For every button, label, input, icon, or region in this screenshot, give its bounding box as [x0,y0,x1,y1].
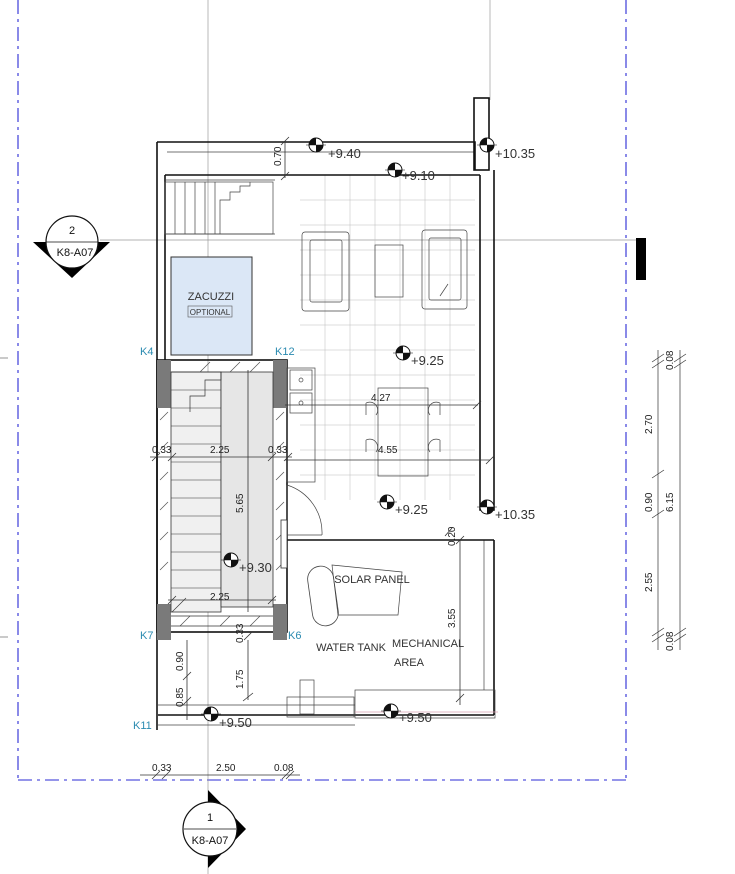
dining-set [365,387,441,477]
dimension-label: 0.85 [175,687,186,707]
dimension-label: 0.90 [644,492,655,512]
mechanical-area-label: MECHANICAL [392,638,464,650]
elevation-label: +9.50 [399,710,432,725]
door [286,484,323,536]
site-boundary [17,0,627,781]
grid-label-k12: K12 [275,346,295,358]
elevation-label: +9.10 [402,168,435,183]
jacuzzi-note-box [187,305,233,318]
interior-dimension-ticks [150,136,495,720]
grid-label-k4: K4 [140,346,153,358]
solar-panel-label: SOLAR PANEL [334,574,410,586]
elevation-marker [306,137,326,153]
kitchen-counter [286,367,316,483]
dimension-label: 2.55 [644,572,655,592]
elevation-marker [201,706,221,722]
section-sheet: K8-A07 [57,247,94,259]
dimension-label: 0.90 [175,651,186,671]
dimension-label: 2.50 [216,763,236,774]
lounge-furniture [301,229,468,312]
elevation-marker [377,494,397,510]
elevation-label: +9.30 [239,560,272,575]
elevation-label: +10.35 [495,146,535,161]
dimension-label: 0.33 [152,445,172,456]
grid-label-k7: K7 [140,630,153,642]
dimension-label: 2.70 [644,414,655,434]
section-sheet: K8-A07 [192,835,229,847]
dimension-label: 0.08 [665,350,676,370]
dimension-label: 6.15 [665,492,676,512]
elevation-label: +9.25 [411,353,444,368]
elevation-marker [477,137,497,153]
elevation-markers [201,137,497,722]
water-tank-label: WATER TANK [316,642,387,654]
section-number: 2 [69,225,75,237]
dimension-label: 4.55 [378,445,398,456]
elevation-label: +9.40 [328,146,361,161]
mechanical-area-label-line2: AREA [394,657,425,669]
elevation-marker [477,499,497,515]
elevation-label: +9.50 [219,715,252,730]
elevation-label: +9.25 [395,502,428,517]
dimension-label: 2.25 [210,592,230,603]
dimension-label: 4.27 [371,393,391,404]
elevation-label: +10.35 [495,507,535,522]
jacuzzi-label: ZACUZZI [188,291,234,303]
upper-stair [164,181,275,235]
section-number: 1 [207,812,213,824]
solar-panel [331,564,403,616]
section-cut-bar [636,238,646,280]
section-marker-2 [33,215,110,278]
dimension-label: 5.65 [235,493,246,513]
dimension-label: 0.08 [665,631,676,651]
dimension-label: 0.33 [268,445,288,456]
elevation-marker [381,703,401,719]
section-marker-1 [182,790,246,868]
dimension-label: 3.55 [447,608,458,628]
right-dimension-chain [651,350,687,650]
grid-label-k11: K11 [133,720,152,732]
door-frame [280,519,288,569]
dimension-label: 0.70 [273,146,284,166]
dimension-label: 2.25 [210,445,230,456]
jacuzzi-note: OPTIONAL [190,308,231,317]
grid-label-k6: K6 [288,630,301,642]
dimension-label: 1.75 [235,669,246,689]
dimension-label: 0.20 [447,526,458,546]
stair-core [156,359,288,640]
dimension-label: 0.08 [274,763,294,774]
elevation-marker [393,345,413,361]
elevation-marker [221,552,241,568]
bottom-dimension-chain [140,770,300,780]
floor-tile-pattern [300,175,475,500]
water-tank [307,565,339,627]
elevation-marker [385,162,405,178]
dimension-label: 0.33 [235,623,246,643]
dimension-label: 0.33 [152,763,172,774]
